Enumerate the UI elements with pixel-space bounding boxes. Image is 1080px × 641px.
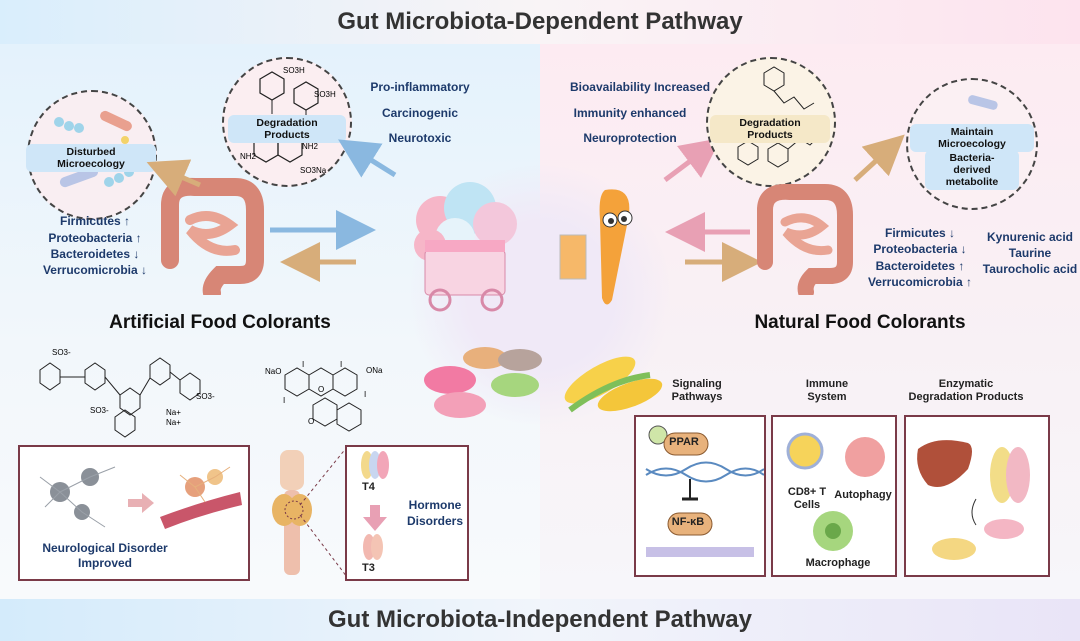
neuro-label: Neurological Disorder Improved xyxy=(42,541,168,570)
natural-degradation-label: Degradation Products xyxy=(710,115,830,143)
chem-na-a: Na+ xyxy=(166,408,181,417)
natural-effect-1: Immunity enhanced xyxy=(573,106,687,120)
chem-na-b: Na+ xyxy=(166,418,181,427)
zoom-lines xyxy=(299,446,348,578)
neuron-illustration xyxy=(39,466,242,529)
immune-box xyxy=(771,415,897,577)
erythrosine-structure xyxy=(284,367,362,432)
hormone-box xyxy=(345,445,469,581)
natural-effect-0: Bioavailability Increased xyxy=(569,80,711,94)
ppar-label: PPAR xyxy=(669,436,699,448)
neuro-box xyxy=(18,445,250,581)
chem-nh2-b: NH2 xyxy=(302,142,319,151)
artificial-bacteria-2: Bacteroidetes ↓ xyxy=(50,247,140,261)
footer-title: Gut Microbiota-Independent Pathway xyxy=(0,599,1080,641)
chem-o-carbonyl: O xyxy=(308,417,315,426)
artificial-degradation-label: Degradation Products xyxy=(228,115,346,143)
chem-so3h-right: SO3H xyxy=(314,90,336,99)
chem-o-ring: O xyxy=(318,385,325,394)
chem-so3h-top: SO3H xyxy=(283,66,305,75)
carotenoid-structure xyxy=(737,66,821,168)
azo-dye-structure xyxy=(39,357,201,438)
intestine-icon-right xyxy=(757,183,853,295)
liver-illustration xyxy=(917,440,1030,560)
artificial-bacteria-3: Verrucomicrobia ↓ xyxy=(42,263,148,277)
hormone-disorders-label: Hormone Disorders xyxy=(406,498,464,528)
natural-bacteria-2: Bacteroidetes ↑ xyxy=(875,259,965,273)
natural-bacteria-1: Proteobacteria ↓ xyxy=(873,242,967,256)
artificial-bacteria-0: Firmicutes ↑ xyxy=(59,214,131,228)
bacteria-metabolite-label: Bacteria-derived metabolite xyxy=(925,150,1019,190)
artificial-effect-2: Neurotoxic xyxy=(388,131,452,145)
signaling-box xyxy=(634,415,766,577)
chem-ona: ONa xyxy=(366,366,383,375)
natural-bacteria-0: Firmicutes ↓ xyxy=(884,226,956,240)
page-title: Gut Microbiota-Dependent Pathway xyxy=(0,0,1080,44)
hormone-t3-label: T3 xyxy=(362,562,375,574)
chem-nao: NaO xyxy=(265,367,282,376)
artificial-bacteria-1: Proteobacteria ↑ xyxy=(48,231,142,245)
autophagy-label: Autophagy xyxy=(834,489,892,501)
chem-iodine-a: I xyxy=(302,360,305,369)
maintain-microecology-label: Maintain Microecology xyxy=(910,124,1034,152)
natural-heading: Natural Food Colorants xyxy=(754,312,966,333)
artificial-effect-1: Carcinogenic xyxy=(381,106,459,120)
enzymatic-title: Enzymatic Degradation Products xyxy=(908,378,1024,403)
signaling-illustration xyxy=(645,425,765,557)
nfkb-label: NF-κB xyxy=(671,516,705,528)
natural-metabolite-2: Taurocholic acid xyxy=(982,262,1078,276)
natural-bacteria-3: Verrucomicrobia ↑ xyxy=(867,275,973,289)
natural-metabolite-0: Kynurenic acid xyxy=(986,230,1074,244)
enzymatic-box xyxy=(904,415,1050,577)
natural-effect-2: Neuroprotection xyxy=(583,131,677,145)
artificial-effect-0: Pro-inflammatory xyxy=(370,80,470,94)
immune-cells-illustration xyxy=(786,432,885,551)
signaling-title: Signaling Pathways xyxy=(671,378,723,403)
food-colorant-illustration xyxy=(414,182,663,418)
thyroid-icon xyxy=(272,450,312,575)
immune-title: Immune System xyxy=(805,378,849,403)
chem-so3-a: SO3- xyxy=(52,348,71,357)
hormone-t4-label: T4 xyxy=(362,481,375,493)
hormone-capsules xyxy=(361,451,389,560)
chem-so3-c: SO3- xyxy=(90,406,109,415)
chem-nh2-a: NH2 xyxy=(240,152,257,161)
natural-metabolite-1: Taurine xyxy=(1008,246,1052,260)
macrophage-label: Macrophage xyxy=(805,557,871,569)
chem-iodine-b: I xyxy=(340,360,343,369)
chem-iodine-d: I xyxy=(364,390,367,399)
disturbed-microecology-label: Disturbed Microecology xyxy=(26,144,156,172)
cd8-label: CD8+ T Cells xyxy=(787,486,827,511)
chem-so3na: SO3Na xyxy=(300,166,327,175)
artificial-heading: Artificial Food Colorants xyxy=(109,312,331,333)
chem-so3-b: SO3- xyxy=(196,392,215,401)
chem-iodine-c: I xyxy=(283,396,286,405)
